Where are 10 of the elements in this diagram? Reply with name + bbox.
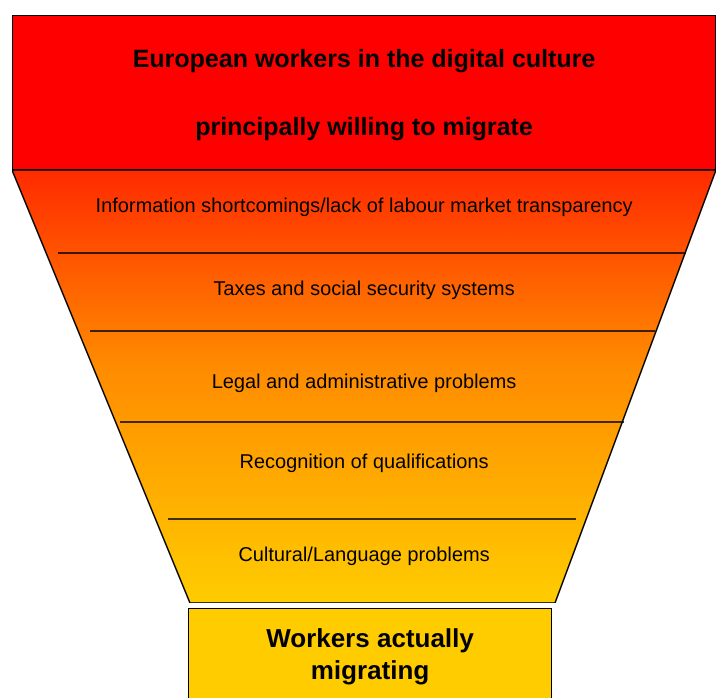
funnel-band-label: Cultural/Language problems	[12, 539, 716, 571]
header-box	[12, 15, 716, 170]
result-text: Workers actually migrating	[265, 622, 475, 686]
funnel-band-label: Information shortcomings/lack of labour market transparency	[12, 190, 716, 222]
funnel-band-label: Taxes and social security systems	[12, 273, 716, 305]
funnel-band-label: Legal and administrative problems	[12, 366, 716, 398]
result-box	[188, 608, 552, 698]
funnel-band-label: Recognition of qualifications	[12, 446, 716, 478]
funnel-shape	[12, 170, 716, 603]
heading-text: European workers in the digital culture principally willing to migrate	[132, 44, 596, 142]
